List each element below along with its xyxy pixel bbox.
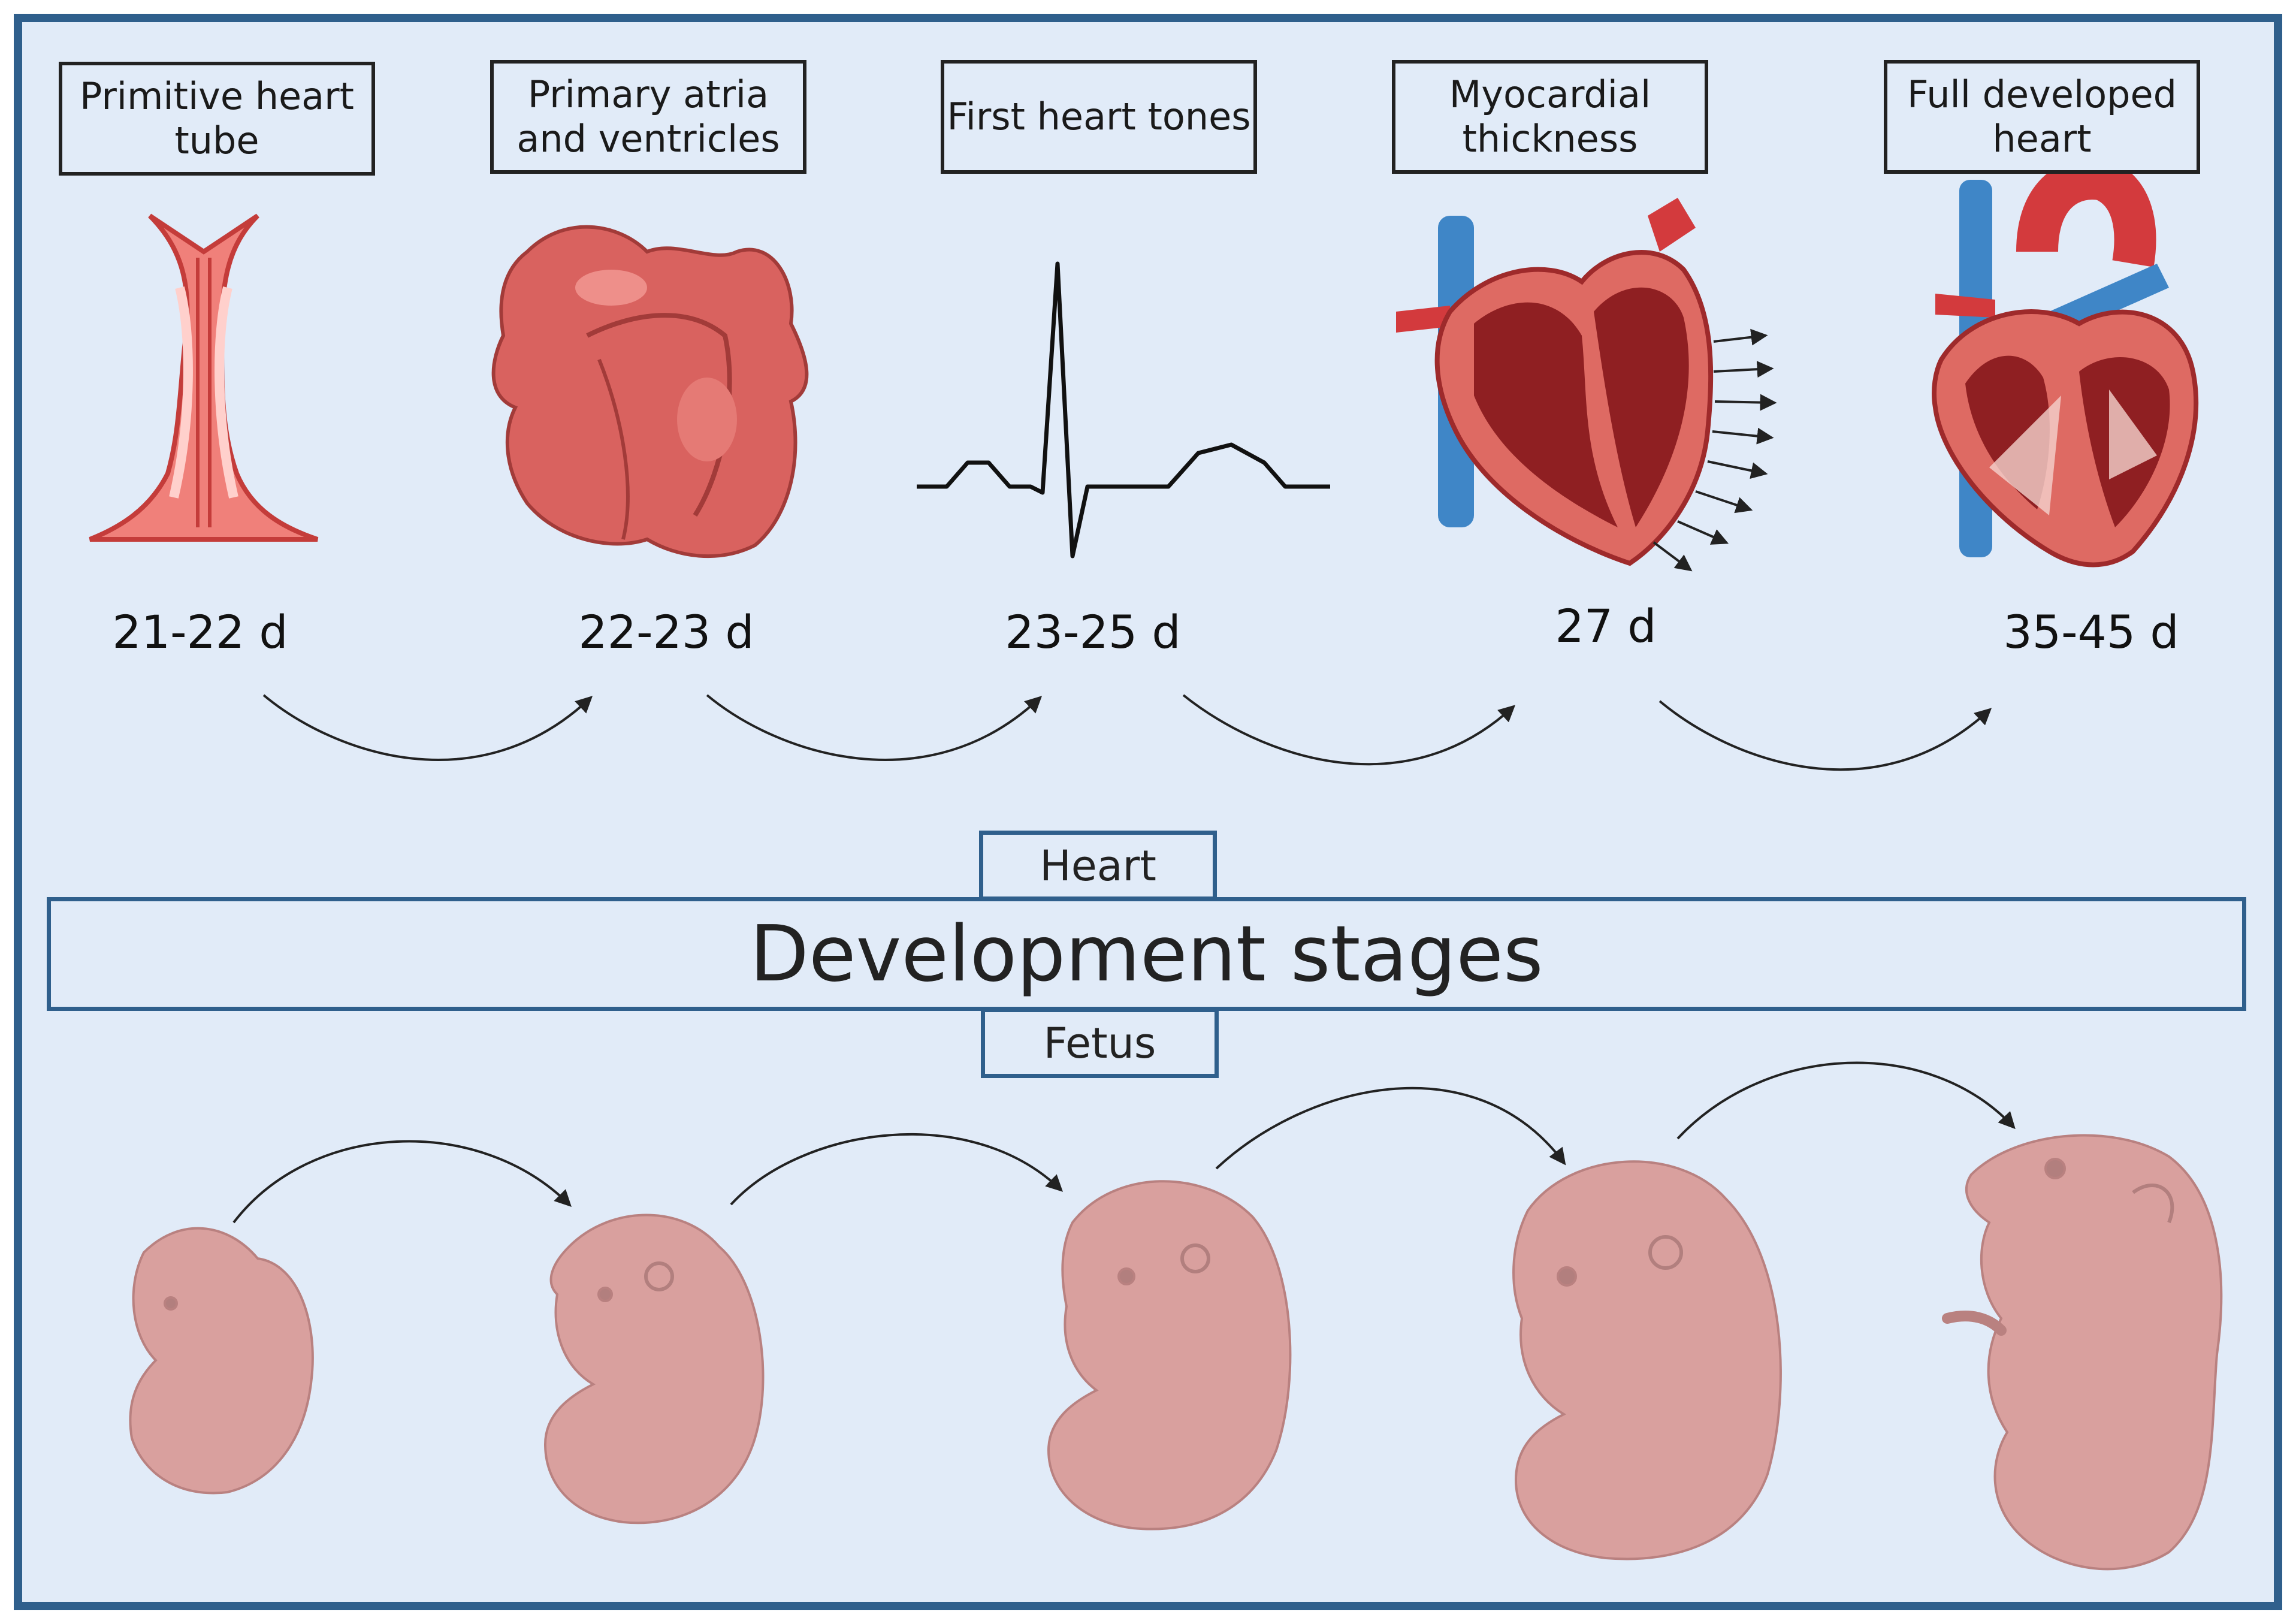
stage-label-primary-atria-ventricles: Primary atria and ventricles xyxy=(490,60,806,174)
fetus-tag: Fetus xyxy=(981,1008,1219,1078)
day-label-stage-2: 22-23 d xyxy=(578,605,754,659)
fetus-stage-2 xyxy=(543,1214,765,1525)
day-label-stage-5: 35-45 d xyxy=(2003,605,2179,659)
primitive-heart-tube-illustration xyxy=(89,213,319,542)
heart-tag: Heart xyxy=(979,831,1217,901)
day-label-stage-4: 27 d xyxy=(1555,599,1657,653)
stage-label-first-heart-tones: First heart tones xyxy=(941,60,1257,174)
stage-label-full-developed-heart: Full developed heart xyxy=(1884,60,2200,174)
primary-atria-ventricles-illustration xyxy=(491,225,809,559)
day-label-stage-1: 21-22 d xyxy=(112,605,288,659)
myocardial-heart-illustration xyxy=(1396,198,1777,572)
fetus-stage-1 xyxy=(129,1227,314,1495)
stage-label-myocardial-thickness: Myocardial thickness xyxy=(1392,60,1708,174)
full-developed-heart-illustration xyxy=(1932,158,2199,568)
fetus-stage-5 xyxy=(1942,1134,2223,1571)
stage-label-primitive-heart-tube: Primitive heart tube xyxy=(59,62,375,176)
fetus-stage-3 xyxy=(1047,1180,1292,1531)
ecg-trace-illustration xyxy=(917,261,1330,559)
fetus-stage-4 xyxy=(1512,1160,1782,1560)
bottom-flow-arrows xyxy=(232,1061,2016,1224)
day-label-stage-3: 23-25 d xyxy=(1005,605,1181,659)
development-stages-title: Development stages xyxy=(47,897,2246,1011)
top-flow-arrows xyxy=(262,694,1992,771)
